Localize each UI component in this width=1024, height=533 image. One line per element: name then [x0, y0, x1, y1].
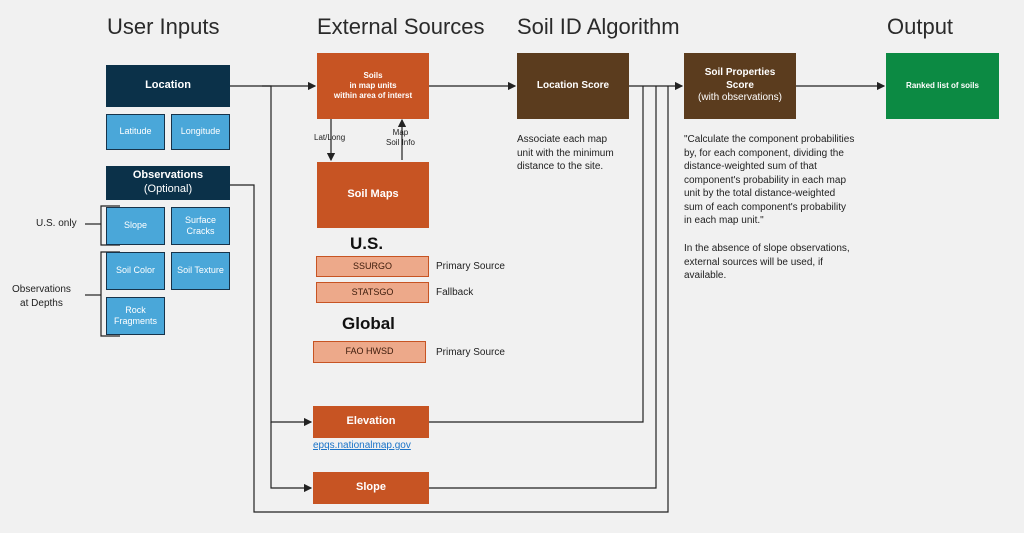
heading-external-sources: External Sources [317, 14, 485, 39]
ranked-soils-label: Ranked list of soils [906, 81, 979, 90]
heading-user-inputs: User Inputs [107, 14, 220, 39]
latitude-box: Latitude [106, 114, 165, 150]
ssurgo-role: Primary Source [436, 261, 505, 272]
note-3: available. [684, 270, 727, 281]
statsgo-box: STATSGO [316, 282, 429, 303]
map-soil-info-label: Map Soil Info [386, 128, 415, 149]
global-heading: Global [342, 314, 395, 333]
ranked-soils-box: Ranked list of soils [886, 53, 999, 119]
surface-cracks-line1: Surface [184, 214, 217, 225]
soil-texture-label: Soil Texture [177, 265, 224, 276]
soils-line2: in map units [349, 81, 397, 90]
quote-3: distance-weighted sum of that [684, 161, 817, 172]
observations-title: Observations [132, 169, 204, 182]
us-only-label: U.S. only [36, 218, 77, 229]
quote-1: "Calculate the component probabilities [684, 134, 855, 145]
slope-absence-note: In the absence of slope observations, ex… [684, 242, 850, 283]
elevation-link[interactable]: epqs.nationalmap.gov [313, 440, 411, 451]
slope-source-box: Slope [313, 472, 429, 504]
fao-label: FAO HWSD [345, 346, 394, 357]
location-box: Location [106, 65, 230, 107]
rock-fragments-line1: Rock [125, 304, 146, 315]
soil-maps-label: Soil Maps [347, 188, 399, 201]
note-2: external sources will be used, if [684, 256, 823, 268]
quote-2: by, for each component, dividing the [684, 147, 844, 159]
props-line2: Score [726, 79, 754, 91]
soil-properties-quote: "Calculate the component probabilities b… [684, 133, 854, 228]
soil-maps-box: Soil Maps [317, 162, 429, 228]
ssurgo-box: SSURGO [316, 256, 429, 277]
quote-4: component's probability in each map [684, 174, 847, 186]
soil-properties-box: Soil Properties Score (with observations… [684, 53, 796, 119]
map-soil-line1: Map [392, 128, 409, 137]
location-desc-2: unit with the minimum [517, 147, 614, 159]
us-heading: U.S. [350, 234, 384, 253]
statsgo-label: STATSGO [351, 286, 394, 297]
slope-input-box: Slope [106, 207, 165, 245]
soils-line3: within area of interst [333, 91, 413, 100]
location-desc-1: Associate each map [517, 134, 608, 145]
quote-6: sum of each component's probability [684, 201, 846, 213]
rock-fragments-box: Rock Fragments [106, 297, 165, 335]
soil-texture-box: Soil Texture [171, 252, 230, 290]
observations-box: Observations (Optional) [106, 166, 230, 200]
observations-at-depths-label: Observations at Depths [12, 283, 71, 310]
longitude-label: Longitude [180, 126, 221, 137]
map-soil-line2: Soil Info [386, 138, 415, 148]
fao-role: Primary Source [436, 347, 505, 358]
location-score-box: Location Score [517, 53, 629, 119]
quote-7: in each map unit." [684, 215, 764, 226]
heading-output: Output [887, 14, 954, 39]
props-line3: (with observations) [698, 92, 782, 104]
surface-cracks-line2: Cracks [186, 226, 215, 236]
longitude-box: Longitude [171, 114, 230, 150]
obs-depths-line1: Observations [12, 284, 71, 295]
rock-fragments-line2: Fragments [113, 316, 157, 326]
location-score-label: Location Score [536, 79, 610, 91]
soils-line1: Soils [363, 71, 383, 80]
lat-long-label: Lat/Long [314, 133, 346, 142]
slope-source-label: Slope [356, 481, 386, 494]
surface-cracks-box: Surface Cracks [171, 207, 230, 245]
obs-depths-line2: at Depths [20, 297, 63, 309]
props-line1: Soil Properties [704, 67, 776, 79]
soil-color-label: Soil Color [115, 265, 155, 276]
slope-input-label: Slope [123, 220, 148, 231]
quote-5: unit by the total distance-weighted [684, 188, 836, 199]
location-score-description: Associate each map unit with the minimum… [517, 133, 614, 174]
note-1: In the absence of slope observations, [684, 243, 850, 254]
heading-soil-id-algorithm: Soil ID Algorithm [517, 14, 680, 39]
elevation-box: Elevation [313, 406, 429, 438]
observations-sub: (Optional) [143, 183, 193, 195]
location-desc-3: distance to the site. [517, 161, 604, 172]
ssurgo-label: SSURGO [352, 260, 392, 271]
statsgo-role: Fallback [436, 287, 474, 298]
location-label: Location [145, 79, 191, 92]
elevation-label: Elevation [346, 415, 396, 428]
soil-color-box: Soil Color [106, 252, 165, 290]
fao-box: FAO HWSD [313, 341, 426, 363]
soils-box: Soils in map units within area of inters… [317, 53, 429, 119]
latitude-label: Latitude [119, 126, 152, 137]
